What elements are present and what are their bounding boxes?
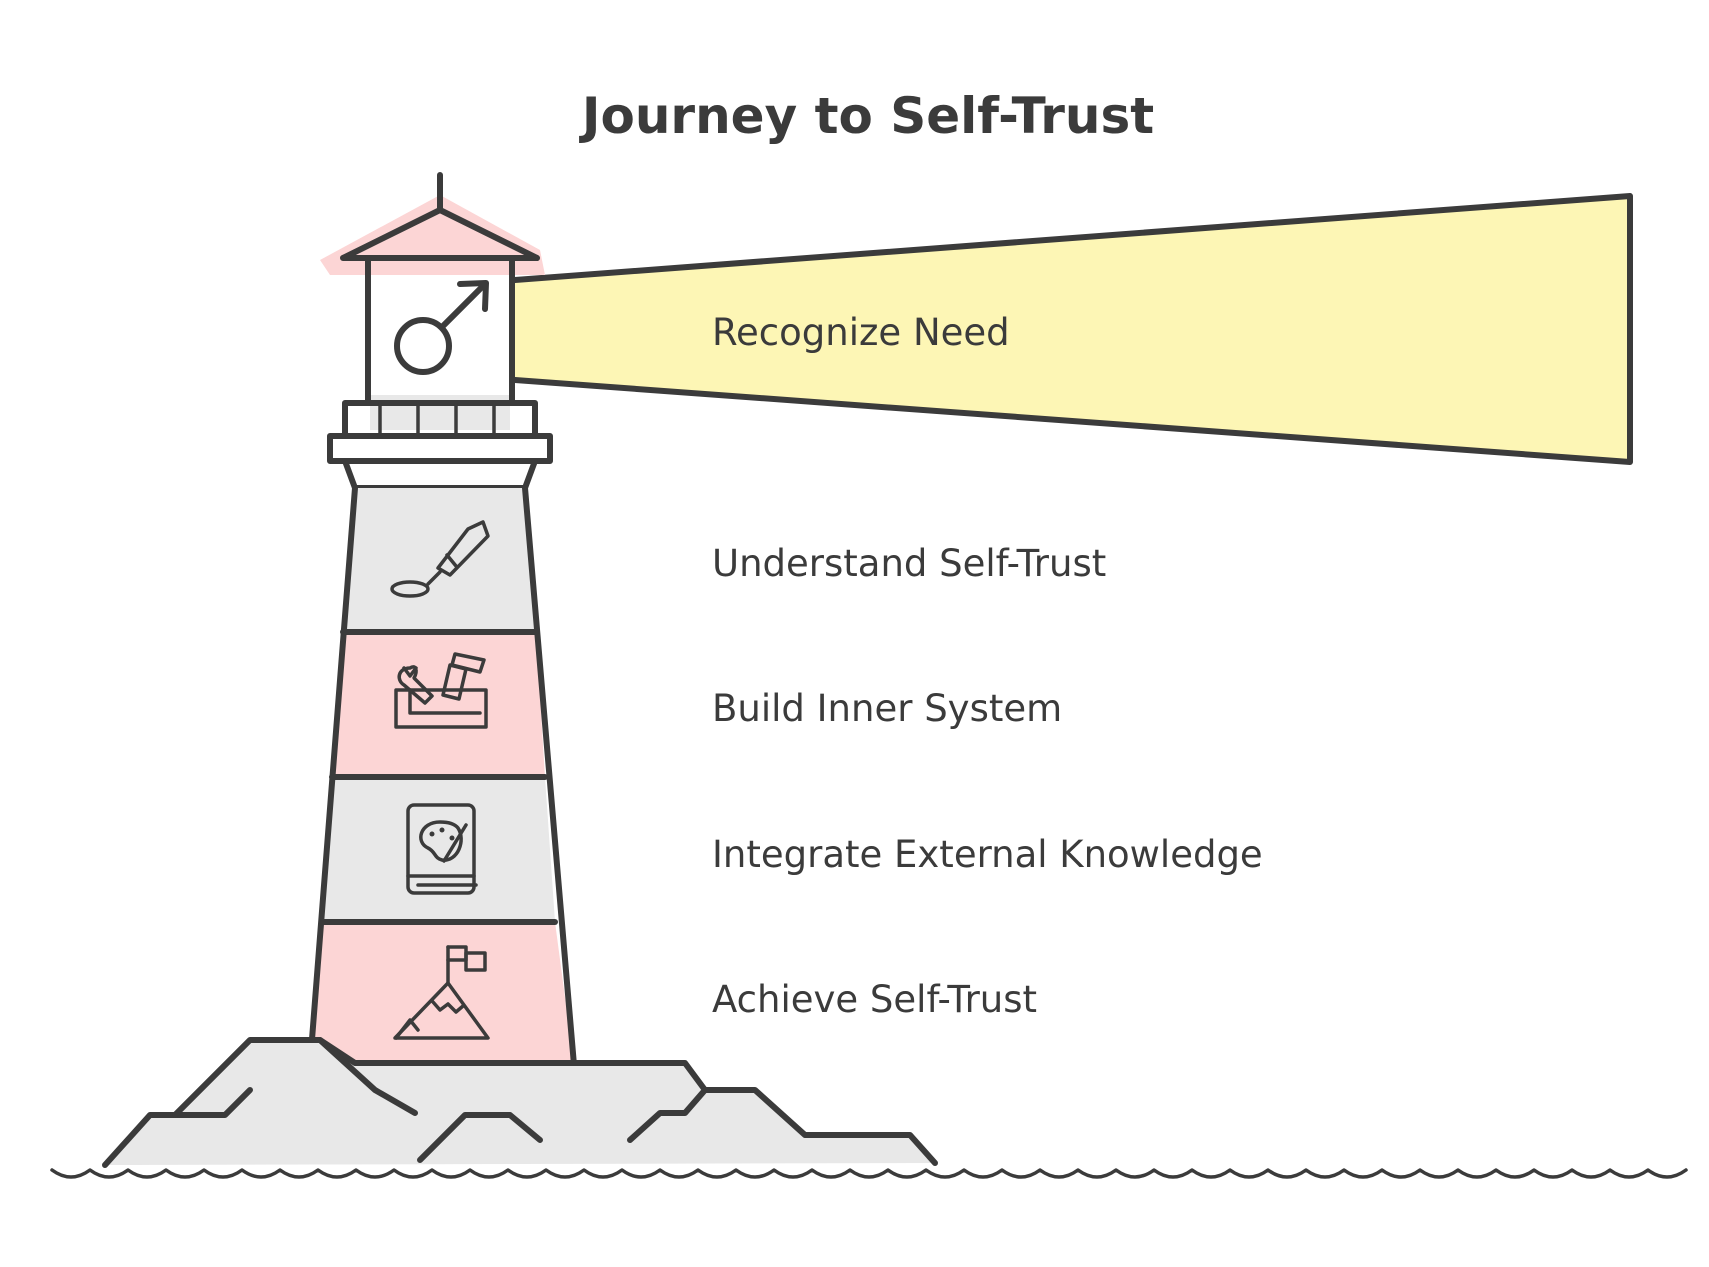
- male-symbol-icon: [394, 280, 489, 375]
- lamp-room: [320, 172, 553, 491]
- water-waves: [50, 1168, 1688, 1179]
- art-book-icon: [406, 803, 478, 895]
- stage-label-achieve-self-trust: Achieve Self-Trust: [712, 978, 1037, 1021]
- light-beam: [512, 193, 1633, 465]
- stage-label-recognize-need: Recognize Need: [712, 311, 1010, 354]
- mountain-flag-icon: [393, 945, 490, 1040]
- pen-brush-icon: [390, 520, 490, 598]
- stage-label-understand-self-trust: Understand Self-Trust: [712, 542, 1106, 585]
- stage-label-build-inner-system: Build Inner System: [712, 687, 1062, 730]
- toolbox-icon: [394, 652, 488, 729]
- diagram-title: Journey to Self-Trust: [579, 87, 1154, 145]
- stage-label-integrate-external-knowledge: Integrate External Knowledge: [712, 833, 1263, 876]
- lighthouse-tower: [307, 485, 577, 1068]
- rocks: [102, 1037, 938, 1168]
